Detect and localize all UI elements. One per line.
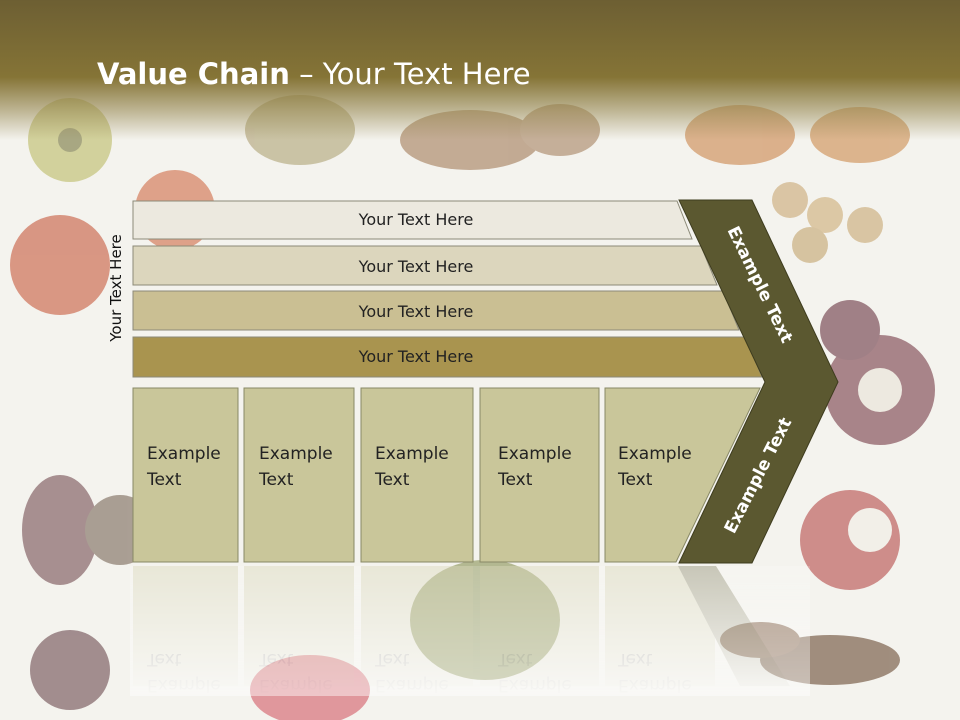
box-2: Example Text bbox=[243, 387, 355, 563]
bar-3: Your Text Here bbox=[132, 290, 740, 331]
box-1-shape bbox=[132, 387, 239, 563]
bar-3-shape bbox=[132, 290, 740, 331]
persimmon-shape bbox=[10, 215, 110, 315]
bar-1-label: Your Text Here bbox=[358, 210, 474, 229]
box-2-line1: Example bbox=[259, 444, 333, 464]
side-label: Your Text Here bbox=[107, 234, 125, 342]
boxes-reflection: Example Text Example Text Example Text E… bbox=[130, 566, 810, 696]
bar-2-shape bbox=[132, 245, 718, 286]
longan-shape bbox=[772, 182, 808, 218]
bar-4: Your Text Here bbox=[132, 336, 763, 378]
margin-chevron-shape bbox=[678, 199, 839, 564]
mangosteen-flesh bbox=[858, 368, 902, 412]
longan-shape-3 bbox=[847, 207, 883, 243]
box-2-line2: Text bbox=[258, 470, 294, 490]
bar-4-label: Your Text Here bbox=[358, 347, 474, 366]
rambutan-flesh bbox=[848, 508, 892, 552]
slide-title-bold: Value Chain bbox=[97, 57, 290, 91]
bar-3-label: Your Text Here bbox=[358, 302, 474, 321]
title-band bbox=[0, 0, 960, 140]
primary-boxes: Example Text Example Text Example Text E… bbox=[132, 387, 761, 563]
box-2-shape bbox=[243, 387, 355, 563]
longan-shape-4 bbox=[792, 227, 828, 263]
box-3: Example Text bbox=[360, 387, 474, 563]
box-5-shape bbox=[604, 387, 761, 563]
box-3-shape bbox=[360, 387, 474, 563]
fig-shape bbox=[22, 475, 98, 585]
box-5-line2: Text bbox=[617, 470, 653, 490]
bar-4-shape bbox=[132, 336, 763, 378]
slide-title: Value Chain – Your Text Here bbox=[97, 52, 531, 96]
box-3-line1: Example bbox=[375, 444, 449, 464]
box-4-line1: Example bbox=[498, 444, 572, 464]
bar-1-shape bbox=[132, 200, 693, 240]
support-bars: Your Text Here Your Text Here Your Text … bbox=[132, 200, 763, 378]
box-3-line2: Text bbox=[374, 470, 410, 490]
box-1-line1: Example bbox=[147, 444, 221, 464]
box-4: Example Text bbox=[479, 387, 600, 563]
bar-2: Your Text Here bbox=[132, 245, 718, 286]
box-5-line1: Example bbox=[618, 444, 692, 464]
reflection-fade bbox=[130, 566, 810, 696]
slide-title-rest: – Your Text Here bbox=[289, 57, 531, 91]
bar-2-label: Your Text Here bbox=[358, 257, 474, 276]
box-4-line2: Text bbox=[497, 470, 533, 490]
bar-1: Your Text Here bbox=[132, 200, 693, 240]
box-1-line2: Text bbox=[146, 470, 182, 490]
box-1: Example Text bbox=[132, 387, 239, 563]
passionfruit-shape-2 bbox=[30, 630, 110, 710]
box-4-shape bbox=[479, 387, 600, 563]
longan-shape-2 bbox=[807, 197, 843, 233]
box-5: Example Text bbox=[604, 387, 761, 563]
mangosteen-shape-2 bbox=[820, 300, 880, 360]
